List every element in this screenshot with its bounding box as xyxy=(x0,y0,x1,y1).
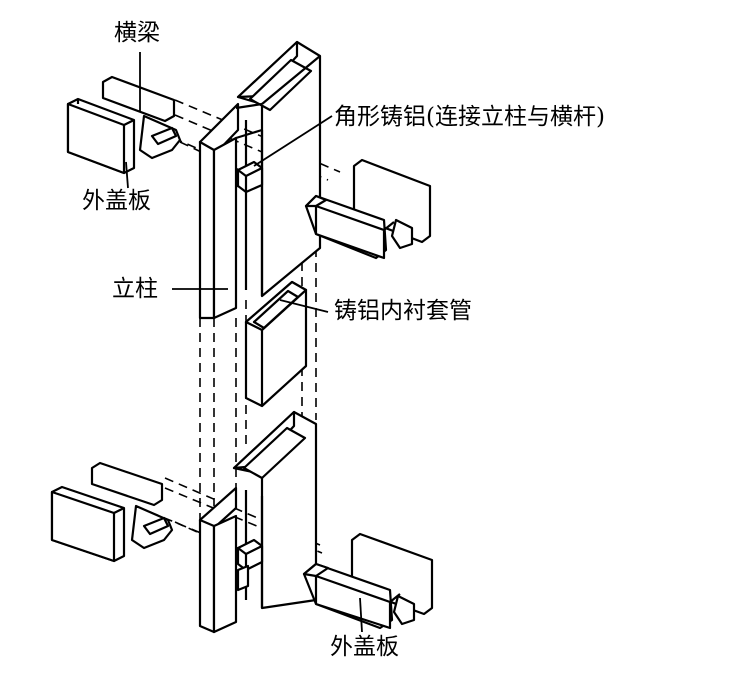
outer-cover-top-label: 外盖板 xyxy=(82,188,151,214)
column-label: 立柱 xyxy=(112,276,158,302)
outer-cover-bottom-label: 外盖板 xyxy=(330,634,399,660)
inner-sleeve xyxy=(244,280,308,408)
cover-plate-bottom-right xyxy=(302,532,434,630)
crossbeam-label: 横梁 xyxy=(114,20,160,46)
cover-plate-top-right xyxy=(304,158,432,260)
cover-plate-bottom-left xyxy=(50,461,174,563)
angle-cast-aluminum-label: 角形铸铝(连接立柱与横杆) xyxy=(334,104,605,130)
cover-plate-top-left xyxy=(66,75,182,175)
leader-lines xyxy=(125,52,363,633)
inner-sleeve-label: 铸铝内衬套管 xyxy=(334,298,472,324)
lower-column xyxy=(198,410,318,634)
upper-column xyxy=(198,40,322,320)
